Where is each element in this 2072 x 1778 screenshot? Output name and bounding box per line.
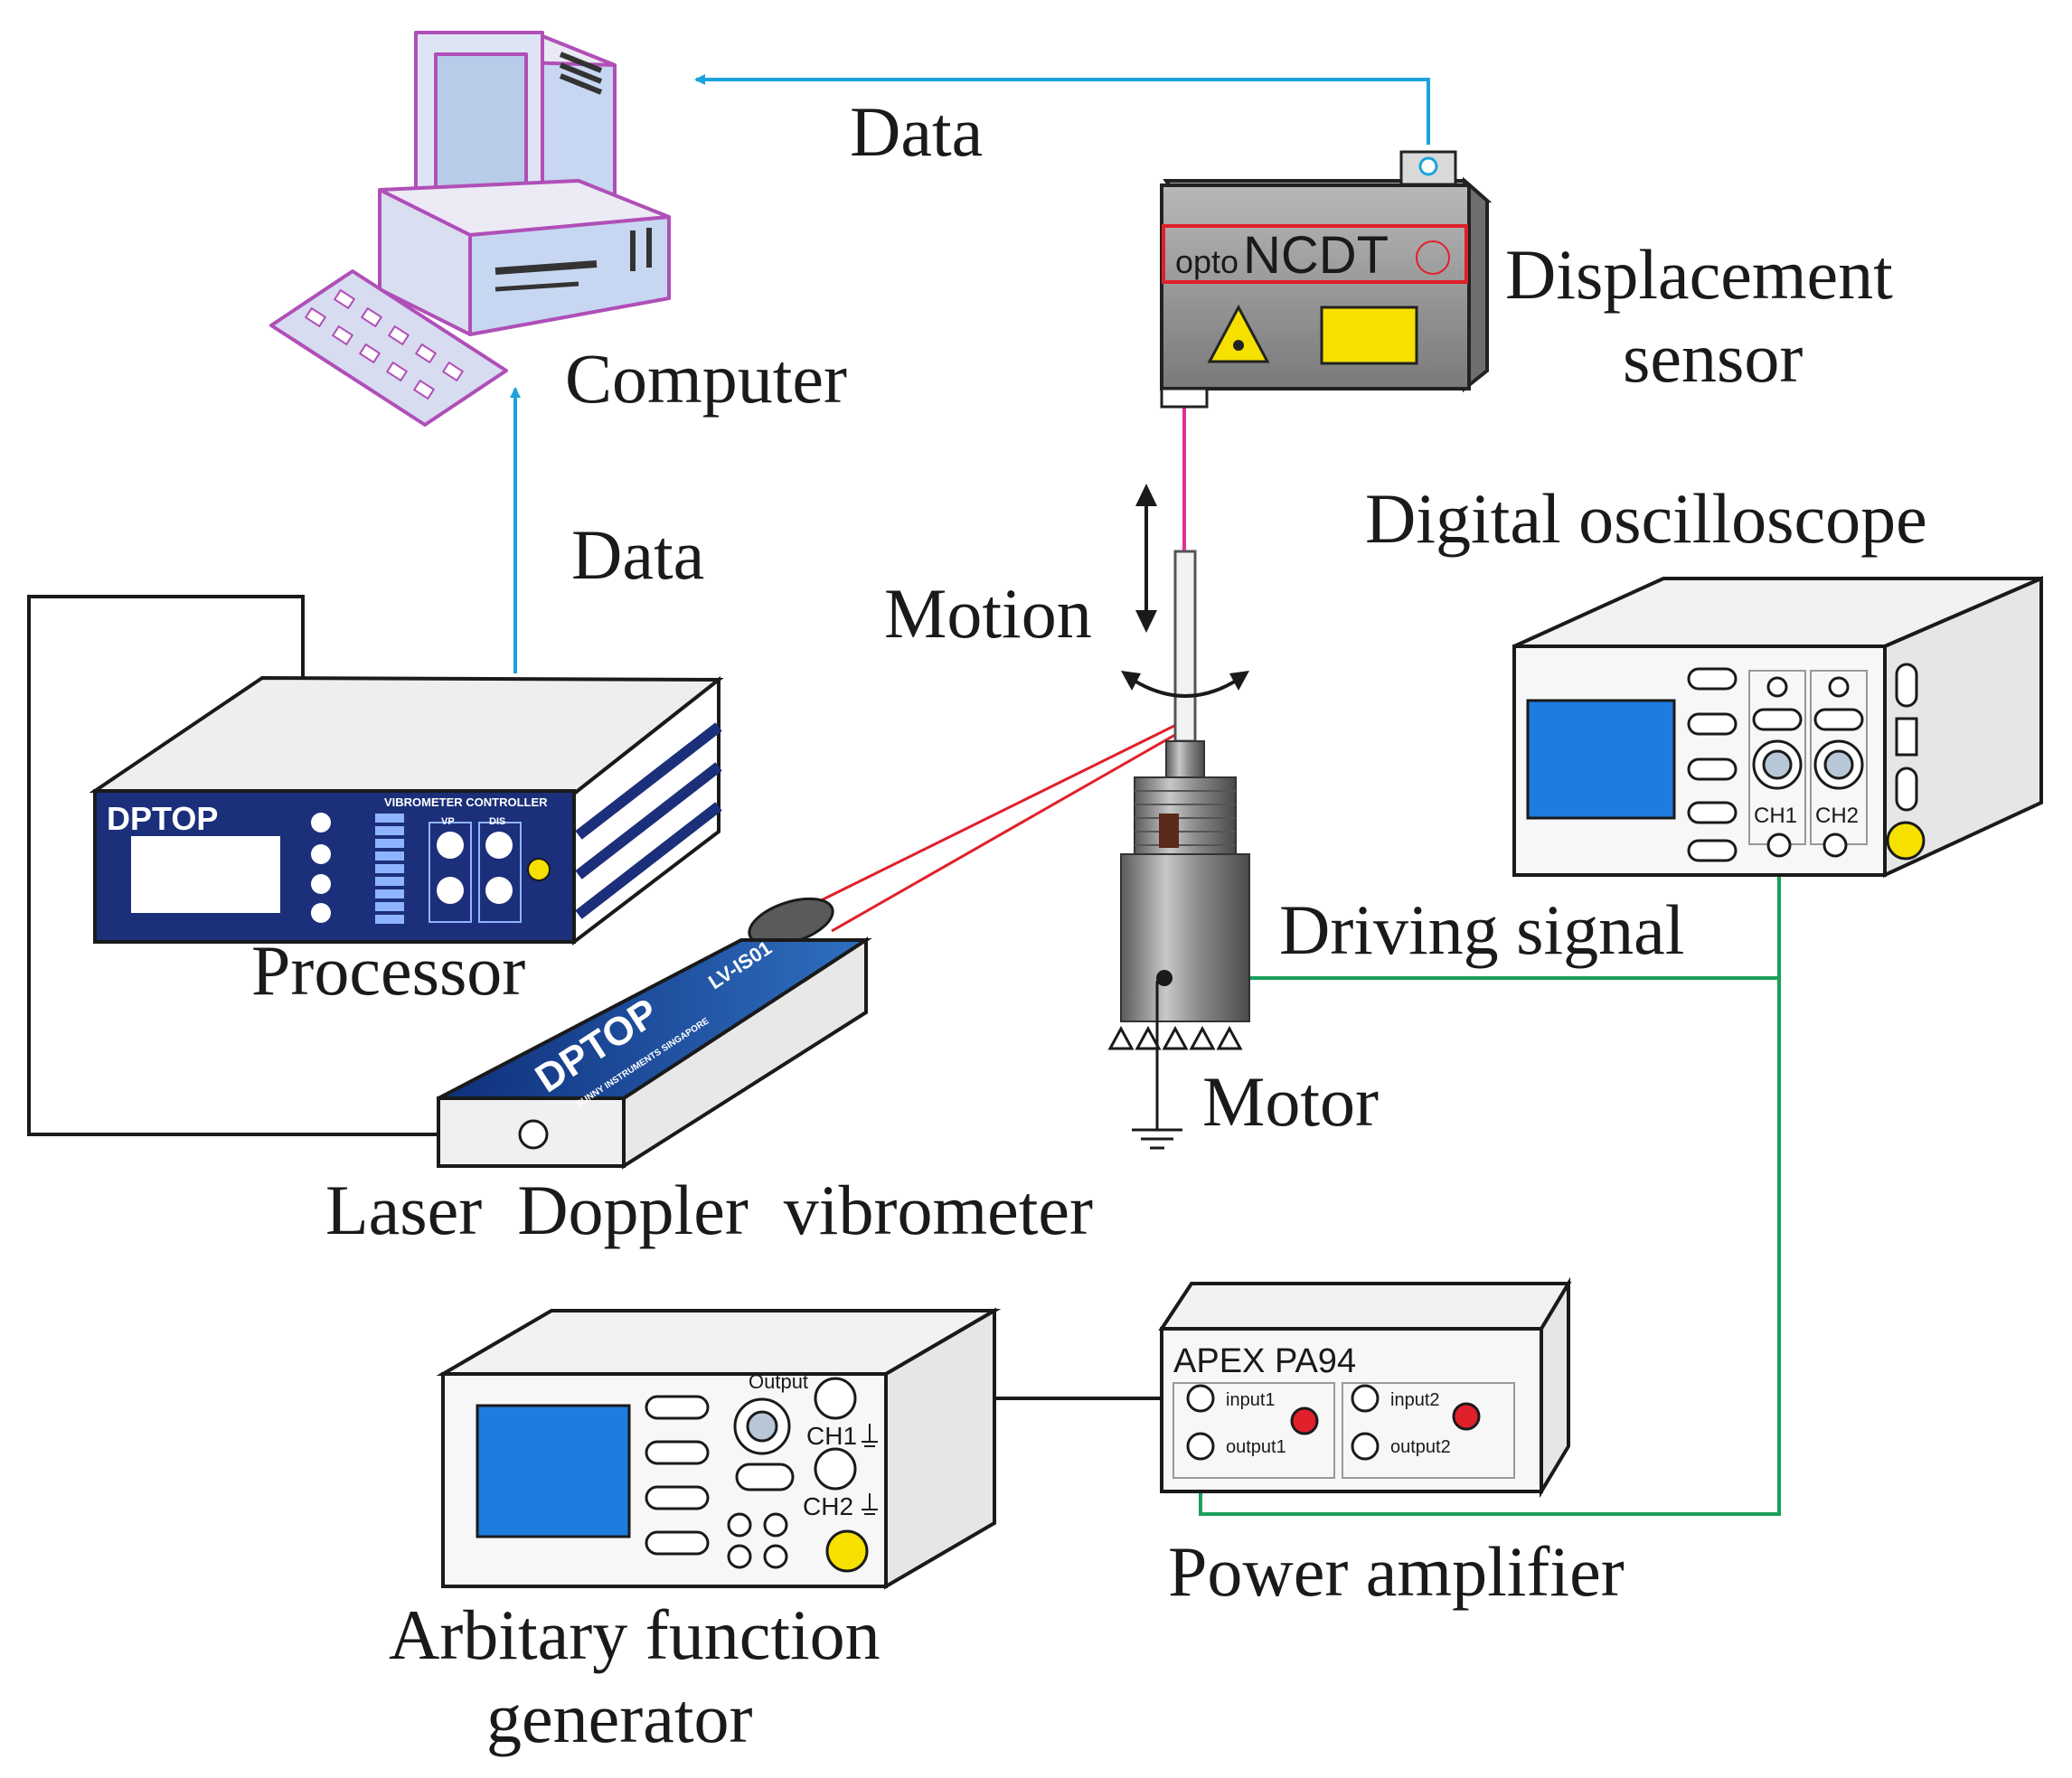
sensor-logo-icon (1416, 240, 1450, 275)
ldv-label: Laser Doppler vibrometer (325, 1171, 1093, 1249)
motor-label: Motor (1202, 1062, 1379, 1141)
motor-body (1120, 853, 1250, 1022)
oscilloscope-screen (1526, 699, 1676, 820)
computer-label: Computer (565, 339, 847, 418)
amplifier-title: APEX PA94 (1173, 1342, 1356, 1380)
processor: DPTOP VIBROMETER CONTROLLER VP DIS (89, 675, 724, 946)
afg-output-label: Output (749, 1370, 808, 1393)
data-link-sensor-to-computer (694, 74, 1430, 145)
keyboard-keys (305, 289, 464, 400)
amplifier-output2-label: output2 (1390, 1437, 1451, 1457)
oscilloscope-ch1-label: CH1 (1754, 804, 1797, 828)
afg-ch2-jack (814, 1447, 857, 1491)
sensor-aperture (1160, 387, 1209, 409)
afg-label-line2: generator (486, 1679, 753, 1757)
ground-icon (1132, 1128, 1182, 1150)
motion-label: Motion (884, 574, 1092, 653)
processor-buttons (311, 813, 331, 923)
amplifier-output1-label: output1 (1226, 1437, 1286, 1457)
data-label-left: Data (571, 515, 704, 594)
processor-dis-label: DIS (489, 816, 505, 827)
amplifier-indicator-1 (1290, 1406, 1319, 1435)
displacement-sensor: opto NCDT (1160, 150, 1493, 409)
afg-power-button (825, 1529, 869, 1573)
processor-panel-title: VIBROMETER CONTROLLER (384, 795, 548, 809)
afg-ch1-label: CH1 (806, 1422, 857, 1450)
keyboard (269, 269, 508, 427)
sensor-window (1320, 306, 1418, 365)
driving-signal-label: Driving signal (1279, 890, 1684, 969)
ldv-laser-beam-lower (831, 730, 1181, 933)
afg-screen (476, 1404, 631, 1538)
motor-shaft (1173, 550, 1197, 743)
processor-level-meter (375, 814, 404, 924)
motion-rotation-arrow (1128, 676, 1242, 698)
amplifier-input2-label: input2 (1390, 1390, 1440, 1410)
labels: Data Data Computer Displacement sensor D… (251, 92, 1927, 1757)
processor-knob (527, 858, 551, 881)
monitor-screen (434, 52, 528, 192)
amplifier-output2-jack (1351, 1432, 1380, 1461)
motor (1107, 484, 1250, 1150)
afg-ch2-label: CH2 (803, 1492, 853, 1520)
afg-buttons (645, 1395, 795, 1556)
ldv-connector (518, 1119, 549, 1150)
motor-nut (1165, 740, 1205, 778)
sensor-body (1160, 183, 1471, 390)
afg-label-line1: Arbitary function (389, 1595, 881, 1674)
data-label-top: Data (850, 92, 983, 171)
motor-terminal (1156, 970, 1173, 986)
power-amplifier: APEX PA94 input1 output1 input2 output2 (1158, 1276, 1572, 1499)
processor-brand: DPTOP (107, 800, 218, 837)
afg-main-knob (733, 1397, 791, 1455)
oscilloscope-power-button (1886, 821, 1926, 861)
digital-oscilloscope: CH1 CH2 (1512, 575, 2043, 879)
oscilloscope-bnc-ch2 (1813, 739, 1864, 790)
oscilloscope-ch2-label: CH2 (1815, 804, 1859, 828)
cable-processor-to-ldv (27, 595, 533, 1136)
amplifier-input2-jack (1351, 1384, 1380, 1413)
oscilloscope-buttons (1687, 667, 1738, 862)
laser-warning-icon (1207, 304, 1270, 363)
ldv-laser-beam-upper (795, 721, 1181, 915)
amplifier-input1-jack (1186, 1384, 1215, 1413)
computer-base-side (468, 215, 671, 336)
displacement-sensor-label-line1: Displacement (1505, 235, 1893, 314)
sensor-brand-band (1162, 224, 1468, 284)
amplifier-top (1158, 1282, 1572, 1331)
motor-feet (1107, 1025, 1243, 1050)
digital-oscilloscope-label: Digital oscilloscope (1365, 479, 1927, 558)
laser-doppler-vibrometer: DPTOP LV-IS01 SUNNY INSTRUMENTS SINGAPOR… (437, 897, 872, 1170)
function-generator: Output CH1 CH2 (436, 1307, 1002, 1590)
processor-vp-label: VP (441, 816, 455, 827)
power-amplifier-label: Power amplifier (1168, 1532, 1625, 1611)
monitor-vents (559, 52, 603, 73)
processor-label: Processor (251, 931, 525, 1010)
displacement-sensor-label-line2: sensor (1623, 318, 1803, 397)
amplifier-indicator-2 (1452, 1402, 1481, 1431)
processor-display (131, 836, 280, 913)
amplifier-input1-label: input1 (1226, 1390, 1276, 1410)
amplifier-output1-jack (1186, 1432, 1215, 1461)
drive-slot (494, 260, 598, 275)
oscilloscope-bnc-ch1 (1752, 739, 1803, 790)
computer (269, 31, 671, 427)
afg-ch1-jack (814, 1377, 857, 1420)
sensor-brand-ncdt: NCDT (1243, 226, 1389, 285)
sensor-brand-opto: opto (1175, 243, 1238, 280)
afg-ground-icon (862, 1424, 878, 1515)
